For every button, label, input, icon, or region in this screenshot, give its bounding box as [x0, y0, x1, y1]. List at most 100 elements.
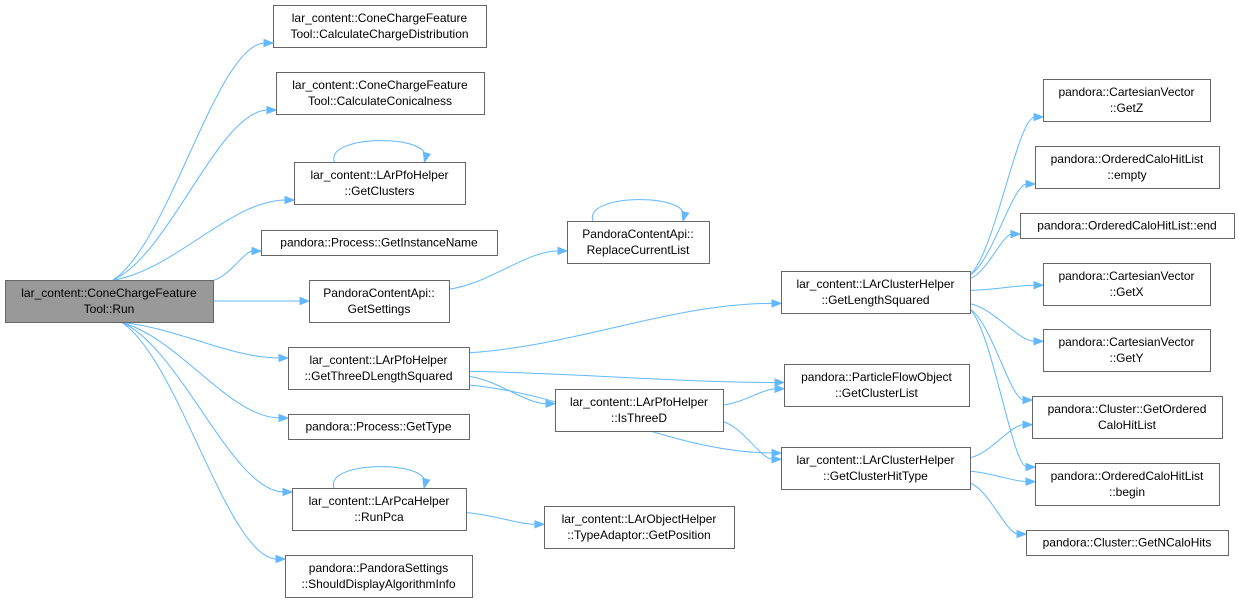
edge-line [448, 250, 560, 290]
edge-get-length-squared-to-end [969, 229, 1022, 280]
node-box [1032, 396, 1223, 439]
node-get-x[interactable]: pandora::CartesianVector::GetX [1043, 263, 1211, 306]
edge-arrowhead [266, 105, 278, 115]
node-get-cluster-list[interactable]: pandora::ParticleFlowObject::GetClusterL… [784, 364, 970, 407]
edge-line [722, 388, 777, 406]
node-box [1043, 329, 1211, 372]
node-label: pandora::OrderedCaloHitList::end [1037, 219, 1216, 233]
edge-run-to-get-three-dlength-squared [118, 321, 290, 363]
node-box [294, 162, 466, 205]
edge-arrowhead [771, 299, 783, 308]
edge-get-length-squared-to-get-y [969, 303, 1045, 346]
node-get-position[interactable]: lar_content::LArObjectHelper::TypeAdapto… [544, 506, 735, 549]
edge-line [112, 42, 266, 281]
node-box [1020, 213, 1235, 239]
node-label: lar_content::LArClusterHelper [796, 277, 954, 291]
edge-line [468, 375, 548, 405]
edge-line [969, 116, 1036, 276]
node-get-type[interactable]: pandora::Process::GetType [288, 414, 470, 440]
node-box [292, 488, 467, 531]
node-box [1035, 146, 1220, 189]
node-label: ::RunPca [354, 510, 404, 524]
node-box [1043, 79, 1211, 122]
edge-get-cluster-hit-type-to-get-ncalo-hits [969, 482, 1028, 539]
node-label: lar_content::LArPfoHelper [309, 353, 447, 367]
edge-arrowhead [282, 487, 294, 497]
node-should-display[interactable]: pandora::PandoraSettings::ShouldDisplayA… [285, 555, 473, 598]
node-label: ::GetY [1109, 351, 1143, 365]
edge-run-pca-to-run-pca [333, 466, 431, 490]
node-label: pandora::ParticleFlowObject [801, 370, 952, 384]
node-label: ::GetClusterList [835, 386, 918, 400]
edge-arrowhead [1022, 395, 1034, 405]
edge-line [465, 512, 537, 525]
node-label: pandora::Cluster::GetNCaloHits [1043, 536, 1212, 550]
node-get-instance-name[interactable]: pandora::Process::GetInstanceName [261, 230, 498, 256]
node-label: Tool::Run [84, 302, 135, 316]
edge-arrowhead [1033, 280, 1045, 290]
node-label: lar_content::LArClusterHelper [796, 453, 954, 467]
edge-arrowhead [263, 38, 275, 48]
node-label: ::GetClusterHitType [823, 469, 928, 483]
node-box [5, 280, 214, 323]
edge-arrowhead [534, 520, 546, 529]
node-get-cluster-hit-type[interactable]: lar_content::LArClusterHelper::GetCluste… [781, 447, 971, 490]
edge-run-to-calc-conicalness [112, 105, 278, 281]
node-replace-current-list[interactable]: PandoraContentApi::ReplaceCurrentList [567, 221, 710, 264]
node-box [781, 271, 971, 314]
edge-arrowhead [1025, 462, 1037, 472]
node-empty[interactable]: pandora::OrderedCaloHitList::empty [1035, 146, 1220, 189]
edge-arrowhead [1025, 477, 1037, 486]
node-label: lar_content::LArPcaHelper [309, 494, 450, 508]
node-get-y[interactable]: pandora::CartesianVector::GetY [1043, 329, 1211, 372]
edge-arrowhead [1016, 529, 1028, 539]
node-run-pca[interactable]: lar_content::LArPcaHelper::RunPca [292, 488, 467, 531]
node-get-length-squared[interactable]: lar_content::LArClusterHelper::GetLength… [781, 271, 971, 314]
edge-run-to-get-type [119, 321, 290, 423]
edge-replace-current-list-to-replace-current-list [592, 199, 690, 223]
node-label: pandora::Process::GetInstanceName [280, 236, 478, 250]
node-begin[interactable]: pandora::OrderedCaloHitList::begin [1035, 463, 1220, 506]
edge-arrowhead [1033, 337, 1045, 346]
node-label: ::GetZ [1110, 101, 1143, 115]
node-label: ReplaceCurrentList [587, 243, 690, 257]
node-label: pandora::OrderedCaloHitList [1051, 152, 1204, 166]
node-label: ::GetClusters [344, 184, 414, 198]
node-is-three-d[interactable]: lar_content::LArPfoHelper::IsThreeD [555, 389, 724, 432]
function-nodes: lar_content::ConeChargeFeatureTool::Runl… [5, 5, 1235, 598]
node-calc-conicalness[interactable]: lar_content::ConeChargeFeatureTool::Calc… [276, 72, 485, 115]
edge-line [120, 321, 285, 493]
node-box [273, 5, 487, 48]
edge-line [969, 183, 1028, 276]
edge-line [969, 424, 1025, 459]
node-end[interactable]: pandora::OrderedCaloHitList::end [1020, 213, 1235, 239]
node-get-three-dlength-squared[interactable]: lar_content::LArPfoHelper::GetThreeDLeng… [288, 347, 470, 390]
edge-arrowhead [1025, 179, 1037, 189]
edge-line [969, 233, 1013, 280]
node-label: ::GetLengthSquared [821, 293, 929, 307]
edge-get-settings-to-replace-current-list [448, 246, 569, 290]
node-get-ncalo-hits[interactable]: pandora::Cluster::GetNCaloHits [1026, 530, 1229, 556]
node-box [784, 364, 970, 407]
node-get-settings[interactable]: PandoraContentApi::GetSettings [309, 280, 450, 323]
node-get-z[interactable]: pandora::CartesianVector::GetZ [1043, 79, 1211, 122]
node-get-clusters[interactable]: lar_content::LArPfoHelper::GetClusters [294, 162, 466, 205]
edge-get-length-squared-to-empty [969, 179, 1037, 276]
edge-arrowhead [422, 151, 431, 164]
node-label: pandora::CartesianVector [1058, 85, 1194, 99]
node-label: PandoraContentApi:: [582, 227, 693, 241]
call-edges [112, 38, 1045, 564]
node-label: ::ShouldDisplayAlgorithmInfo [301, 577, 455, 591]
edge-arrowhead [251, 246, 263, 256]
node-label: lar_content::ConeChargeFeature [21, 286, 197, 300]
node-calc-charge-dist[interactable]: lar_content::ConeChargeFeatureTool::Calc… [273, 5, 487, 48]
edge-run-to-calc-charge-dist [112, 38, 275, 281]
node-label: Tool::CalculateChargeDistribution [290, 27, 468, 41]
edge-get-length-squared-to-get-ordered-calo-hit-list [969, 308, 1034, 405]
edge-get-length-squared-to-begin [969, 308, 1037, 472]
node-label: ::begin [1109, 485, 1145, 499]
node-label: ::empty [1107, 168, 1146, 182]
